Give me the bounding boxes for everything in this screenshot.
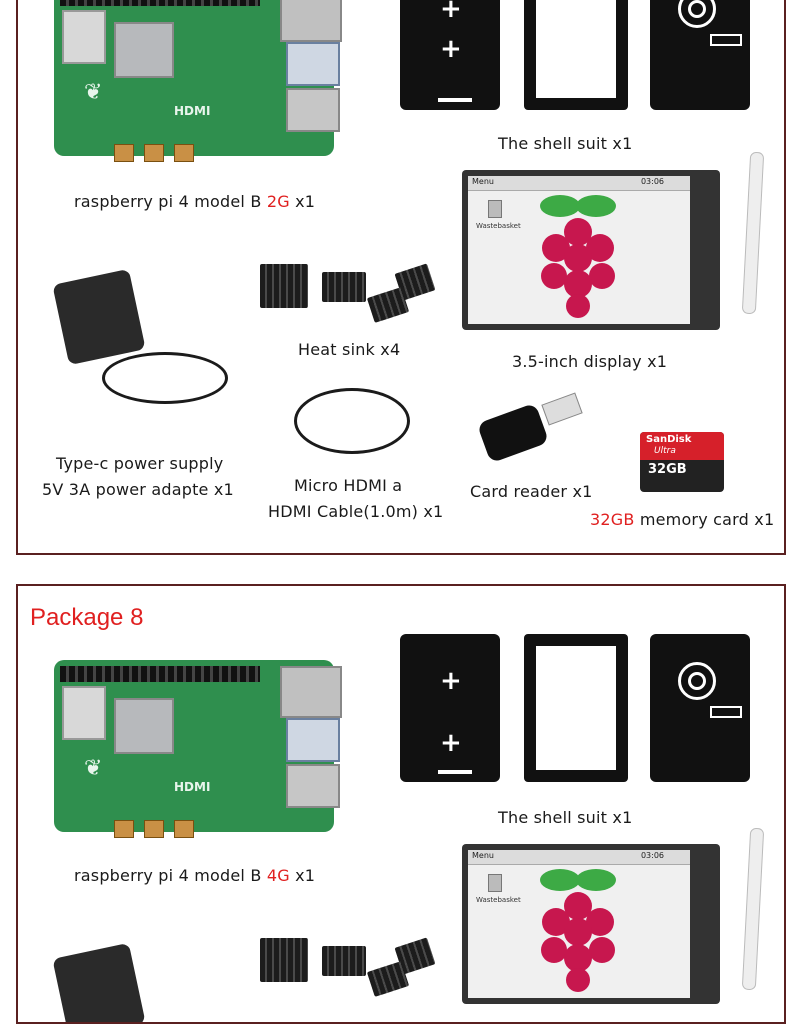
board-caption: raspberry pi 4 model B 4G x1: [74, 866, 316, 885]
package-panel-1: ❦ HDMI raspberry pi 4 model B 2G x1 + + …: [16, 0, 786, 555]
stylus-image: [741, 827, 765, 991]
heatsink-image: [260, 264, 308, 308]
case-base-image: + +: [400, 634, 500, 782]
case-fan-top-image: [650, 0, 750, 110]
power-caption-line1: Type-c power supply: [56, 454, 224, 473]
memory-card-image: SanDisk Ultra 32GB: [640, 432, 724, 492]
heatsink-image: [260, 938, 308, 982]
raspberry-pi-logo-icon: [540, 195, 616, 318]
power-cable-image: [102, 352, 228, 404]
raspberry-pi-board-image: ❦ HDMI: [54, 0, 342, 162]
reader-caption: Card reader x1: [470, 482, 593, 501]
plus-icon: +: [440, 728, 462, 758]
memory-caption: 32GB memory card x1: [590, 510, 775, 529]
raspberry-pi-logo-icon: ❦: [84, 756, 103, 781]
package-panel-2: Package 8 ❦ HDMI raspberry pi 4 model B …: [16, 584, 786, 1024]
raspberry-pi-logo-icon: [540, 869, 616, 992]
stylus-image: [741, 151, 765, 315]
display-caption: 3.5-inch display x1: [512, 352, 668, 371]
case-frame-image: [524, 0, 628, 110]
power-adapter-image: [52, 268, 146, 366]
wastebasket-icon: [488, 200, 502, 218]
plus-icon: +: [440, 34, 462, 64]
raspberry-pi-logo-icon: ❦: [84, 80, 103, 105]
board-caption: raspberry pi 4 model B 2G x1: [74, 192, 316, 211]
heatsink-image: [322, 946, 366, 976]
hdmi-cable-image: [294, 388, 410, 454]
power-caption-line2: 5V 3A power adapte x1: [42, 480, 234, 499]
heatsink-image: [322, 272, 366, 302]
package-title: Package 8: [30, 604, 144, 631]
heatsink-image: [366, 287, 410, 323]
case-base-image: + +: [400, 0, 500, 110]
heatsink-caption: Heat sink x4: [298, 340, 401, 359]
raspberry-pi-board-image: ❦ HDMI: [54, 660, 342, 838]
wastebasket-icon: [488, 874, 502, 892]
hdmi-caption-line1: Micro HDMI a: [294, 476, 403, 495]
case-frame-image: [524, 634, 628, 782]
shell-caption: The shell suit x1: [498, 134, 633, 153]
power-adapter-image: [52, 942, 146, 1022]
plus-icon: +: [440, 0, 462, 24]
heatsink-image: [366, 961, 410, 997]
fan-icon: [678, 662, 716, 700]
fan-icon: [678, 0, 716, 28]
case-fan-top-image: [650, 634, 750, 782]
hdmi-caption-line2: HDMI Cable(1.0m) x1: [268, 502, 444, 521]
card-reader-image: [476, 402, 550, 464]
shell-caption: The shell suit x1: [498, 808, 633, 827]
plus-icon: +: [440, 666, 462, 696]
